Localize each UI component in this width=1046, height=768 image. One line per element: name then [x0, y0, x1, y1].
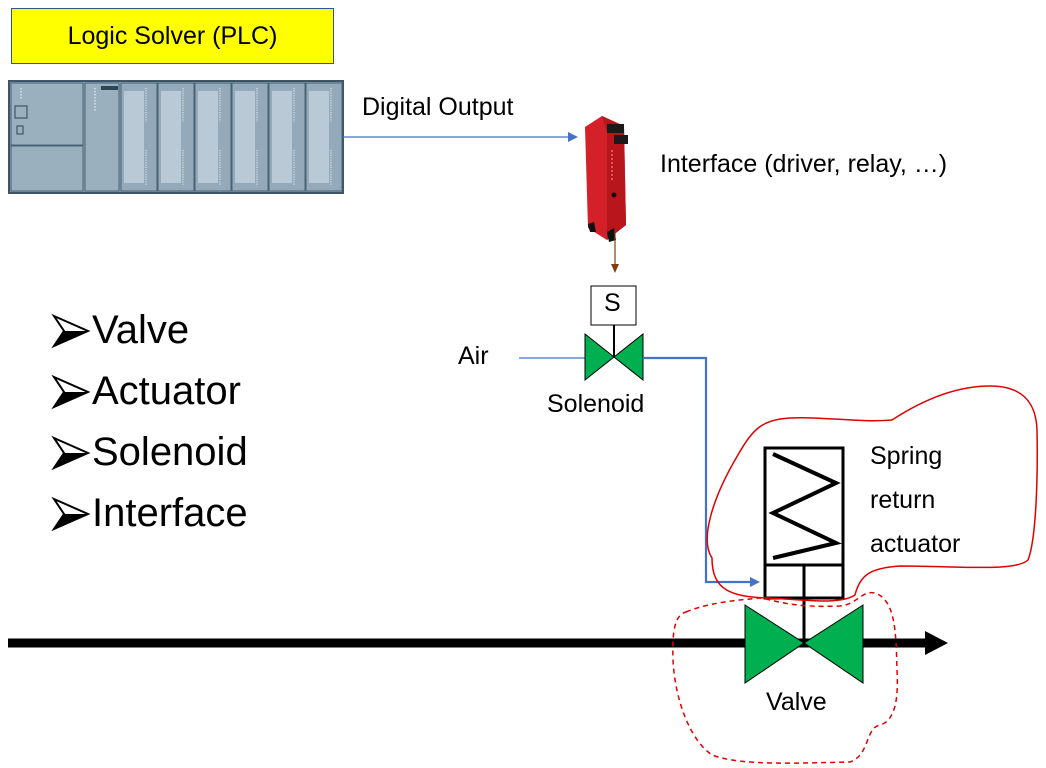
component-bullet-list: Valve Actuator Solenoid Interface: [51, 300, 248, 544]
bullet-text: Actuator: [92, 369, 241, 413]
bullet-text: Valve: [92, 308, 190, 352]
actuator-air-arrowhead-icon: [750, 577, 760, 587]
solenoid-tag-label: S: [604, 289, 621, 317]
bullet-text: Interface: [92, 491, 248, 535]
plc-io-module: [157, 82, 195, 192]
digital-output-arrowhead-icon: [568, 132, 578, 142]
valve-label: Valve: [766, 688, 827, 716]
arrowhead-bullet-icon: [51, 374, 91, 409]
driver-output-arrowhead-icon: [611, 264, 619, 273]
spring-return-actuator-icon: [763, 446, 845, 642]
plc-rack-icon: [8, 80, 344, 194]
digital-output-label: Digital Output: [362, 93, 514, 121]
plc-io-module: [194, 82, 232, 192]
process-valve-icon: [744, 598, 864, 684]
actuator-air-line: [643, 356, 752, 584]
bullet-text: Solenoid: [92, 430, 248, 474]
bullet-item: Solenoid: [51, 422, 248, 483]
bullet-item: Interface: [51, 483, 248, 544]
solenoid-valve-icon: [584, 332, 644, 382]
process-flow-arrowhead-icon: [925, 631, 948, 655]
solenoid-coil-box: [590, 285, 637, 326]
arrowhead-bullet-icon: [51, 435, 91, 470]
plc-title: Logic Solver (PLC): [67, 21, 278, 50]
interface-label: Interface (driver, relay, …): [660, 150, 948, 178]
actuator-label-line: Spring: [870, 442, 943, 470]
air-label: Air: [458, 342, 489, 370]
valve-highlight-outline: [672, 591, 899, 764]
actuator-label: Spring return actuator: [870, 434, 960, 566]
plc-title-box: Logic Solver (PLC): [11, 8, 334, 64]
plc-io-module: [231, 82, 269, 192]
plc-io-module: [305, 82, 343, 192]
actuator-highlight-outline: [706, 385, 1038, 602]
arrowhead-bullet-icon: [51, 313, 91, 348]
bullet-item: Valve: [51, 300, 248, 361]
actuator-label-line: return: [870, 486, 936, 514]
solenoid-label: Solenoid: [547, 390, 645, 418]
safety-relay-icon: [585, 116, 628, 242]
bullet-item: Actuator: [51, 361, 248, 422]
plc-io-module: [268, 82, 306, 192]
actuator-label-line: actuator: [870, 530, 961, 558]
arrowhead-bullet-icon: [51, 496, 91, 531]
plc-io-module: [120, 82, 158, 192]
